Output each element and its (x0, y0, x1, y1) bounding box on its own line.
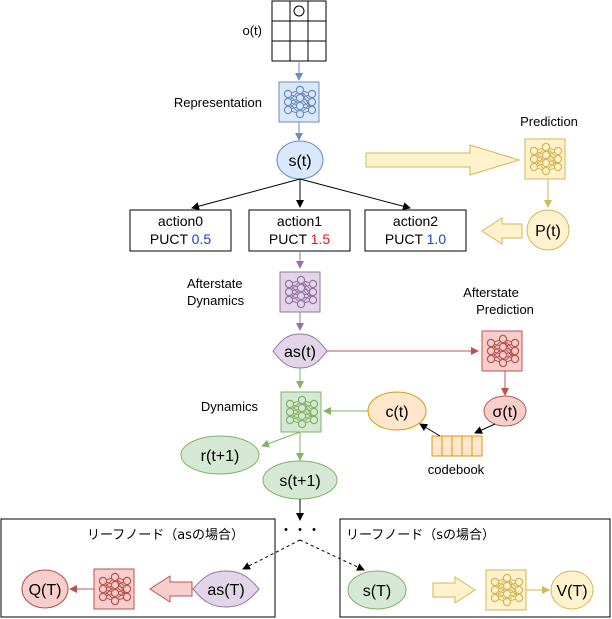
leaf-box-afterstate (0, 518, 276, 618)
q-T-label: Q(T) (29, 582, 62, 599)
afterstate-dynamics-network-icon (279, 271, 321, 313)
as-t-label: as(t) (284, 344, 316, 361)
sigma-t-label: σ(t) (493, 404, 518, 421)
puct-label-1: PUCT (269, 231, 308, 247)
big-arrow-to-actions (481, 217, 523, 245)
codebook-icon (431, 435, 483, 457)
policy-node-p-t: P(t) (526, 209, 570, 251)
leaf-prediction-network-icon (485, 569, 527, 611)
big-arrow-to-prediction (365, 144, 521, 176)
dynamics-label: Dynamics (201, 399, 259, 414)
circle-mark-icon (293, 5, 305, 17)
codebook-label: codebook (428, 462, 485, 477)
prediction-network-icon (524, 138, 566, 180)
representation-label: Representation (174, 95, 262, 110)
action-puct-0: PUCT 0.5 (150, 231, 211, 247)
afterstate-dynamics-label-1: Afterstate (187, 276, 243, 291)
state-node-s-t: s(t) (276, 140, 324, 180)
observation-grid (271, 0, 327, 62)
value-node-v-T: V(T) (550, 570, 594, 610)
leaf-box-afterstate-title: リーフノード（asの場合） (87, 528, 244, 543)
puct-value-1: 1.5 (311, 231, 331, 247)
action-name-0: action0 (158, 213, 203, 229)
s-t1-label: s(t+1) (279, 473, 320, 490)
leaf-afterstate-prediction-network-icon (93, 568, 135, 610)
s-t-label: s(t) (288, 153, 311, 170)
afterstate-node-as-t: as(t) (272, 333, 328, 369)
q-value-node-q-T: Q(T) (21, 569, 69, 609)
state-node-s-t1: s(t+1) (262, 460, 338, 500)
afterstate-node-as-T: as(T) (192, 570, 260, 608)
s-T-label: s(T) (363, 583, 391, 600)
r-t1-label: r(t+1) (201, 448, 240, 465)
big-arrow-to-q-network (149, 575, 193, 603)
v-T-label: V(T) (556, 583, 587, 600)
afterstate-dynamics-label-2: Dynamics (187, 293, 245, 308)
action-puct-2: PUCT 1.0 (385, 231, 446, 247)
leaf-box-state (339, 518, 611, 618)
action-name-1: action1 (277, 213, 322, 229)
action-puct-1: PUCT 1.5 (269, 231, 330, 247)
as-T-label: as(T) (207, 582, 244, 599)
p-t-label: P(t) (535, 223, 561, 240)
puct-label-0: PUCT (150, 231, 189, 247)
prediction-label: Prediction (520, 114, 578, 129)
dynamics-network-icon (280, 391, 322, 433)
representation-network-icon (278, 81, 320, 123)
puct-label-2: PUCT (385, 231, 424, 247)
leaf-box-state-title: リーフノード（sの場合） (346, 528, 495, 543)
puct-value-0: 0.5 (192, 231, 212, 247)
reward-node-r-t1: r(t+1) (180, 435, 260, 475)
obs-label: o(t) (243, 23, 263, 38)
ellipsis-label: ・・・ (279, 523, 321, 539)
c-t-label: c(t) (385, 404, 408, 421)
chance-node-sigma-t: σ(t) (483, 395, 527, 427)
state-node-s-T: s(T) (347, 570, 407, 610)
afterstate-prediction-label-1: Afterstate (463, 285, 519, 300)
afterstate-prediction-label-2: Prediction (476, 302, 534, 317)
big-arrow-to-v-network (432, 576, 476, 604)
action-name-2: action2 (393, 213, 438, 229)
puct-value-2: 1.0 (427, 231, 447, 247)
chance-outcome-node-c-t: c(t) (367, 391, 427, 431)
afterstate-prediction-network-icon (481, 330, 523, 372)
